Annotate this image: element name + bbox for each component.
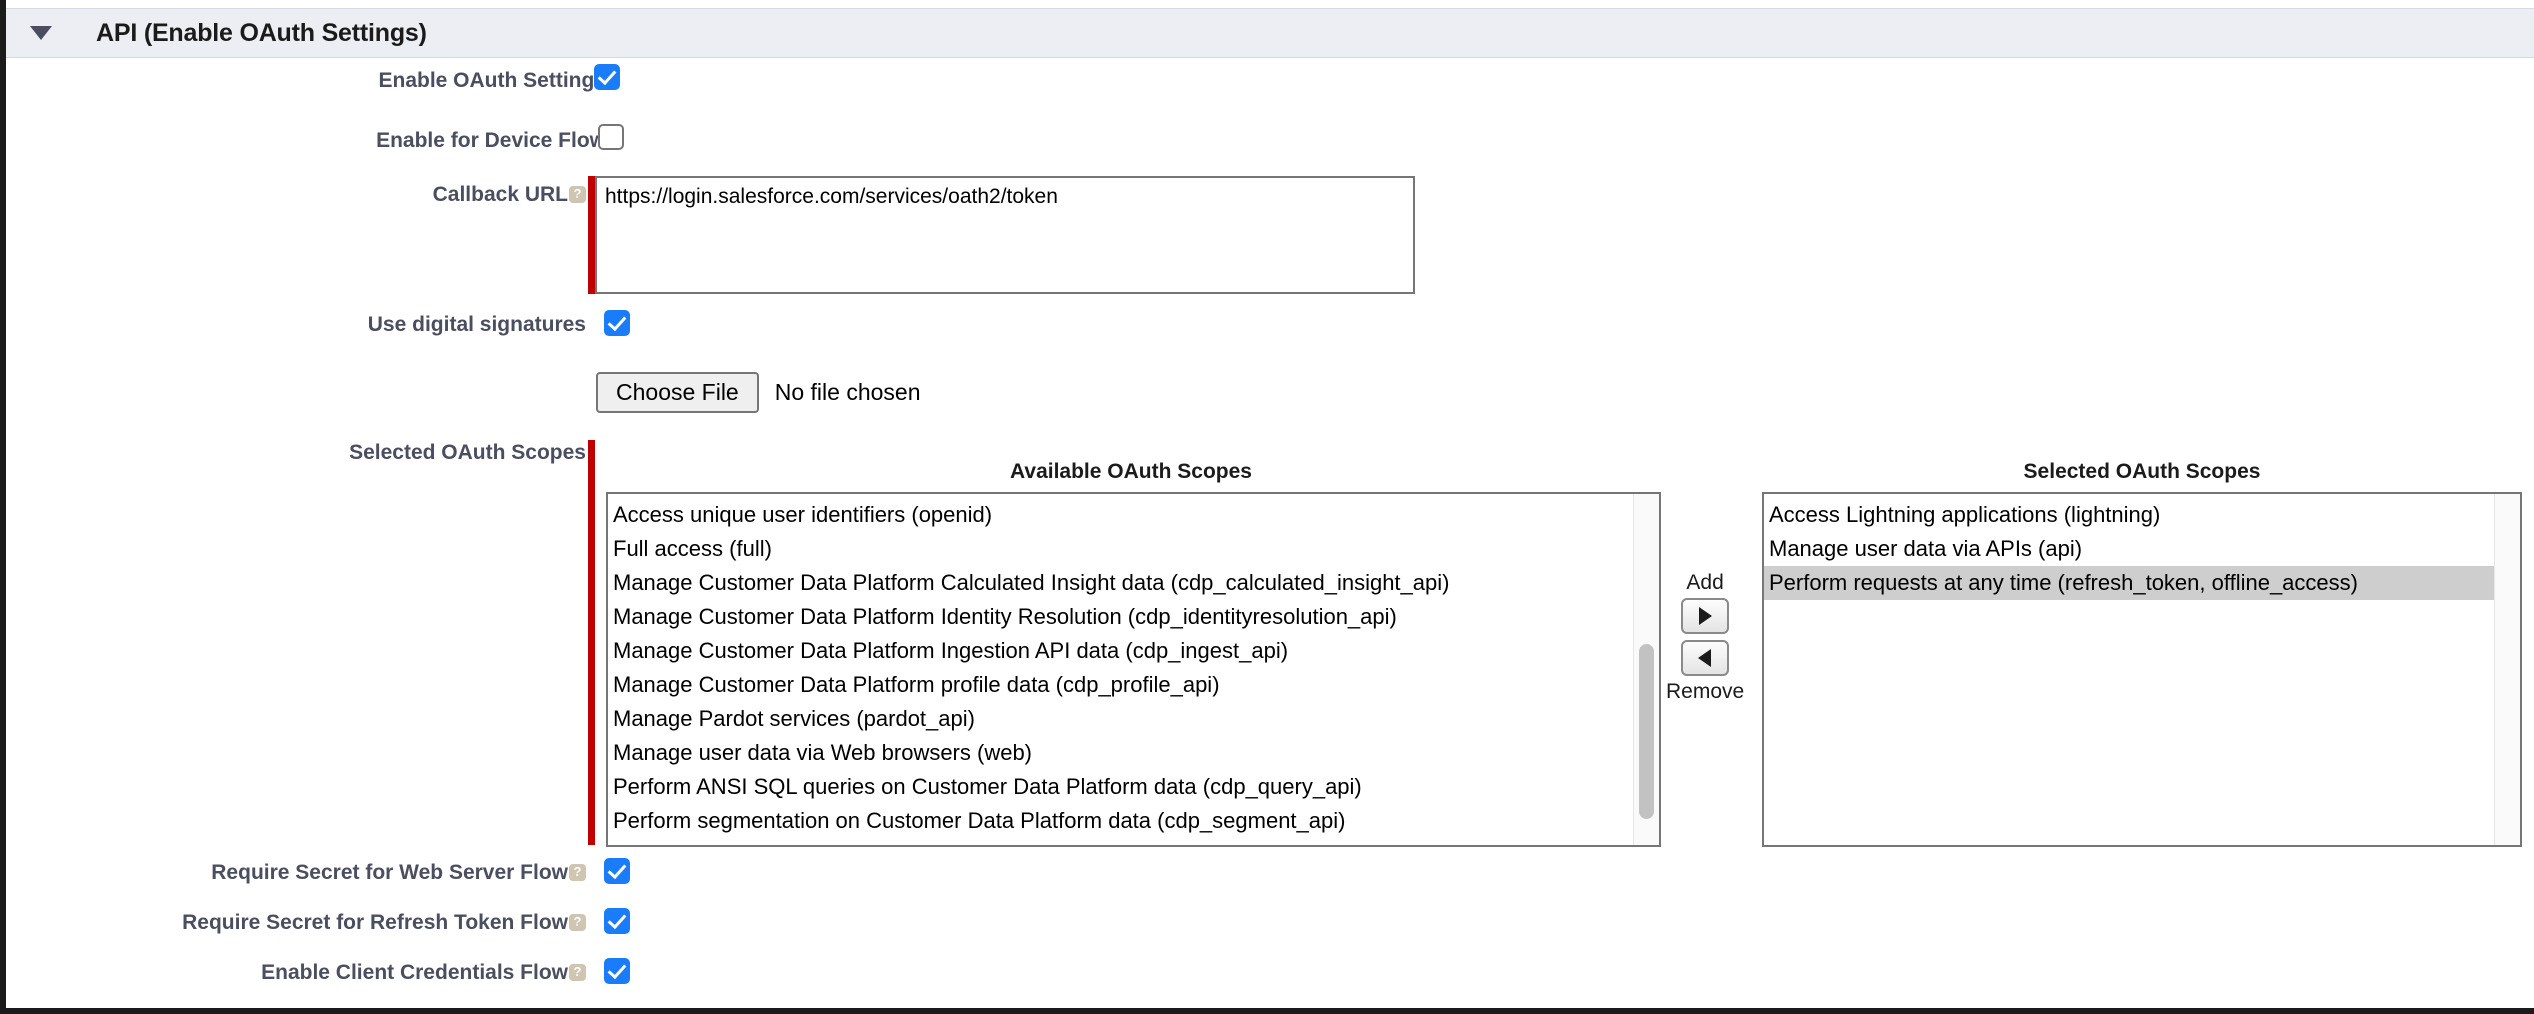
- list-item[interactable]: Manage Pardot services (pardot_api): [613, 706, 975, 731]
- arrow-left-icon: [1697, 648, 1713, 668]
- section-header[interactable]: API (Enable OAuth Settings): [6, 8, 2534, 58]
- add-label: Add: [1686, 571, 1724, 594]
- label-callback-url: Callback URL: [432, 183, 568, 206]
- add-button[interactable]: [1681, 598, 1730, 634]
- checkbox-enable-oauth-settings-wrap: [594, 64, 620, 90]
- list-item[interactable]: Manage Customer Data Platform Ingestion …: [613, 638, 1289, 663]
- list-item[interactable]: Manage user data via Web browsers (web): [613, 740, 1033, 765]
- callback-url-field-group: [588, 176, 1415, 294]
- checkbox-require-secret-web-server-wrap: [604, 858, 630, 884]
- checkbox-enable-client-credentials-wrap: [604, 958, 630, 984]
- row-enable-client-credentials: Enable Client Credentials Flow: [6, 960, 586, 985]
- row-enable-device-flow: Enable for Device Flow: [6, 128, 606, 153]
- file-upload-group: Choose File No file chosen: [596, 372, 920, 413]
- row-callback-url: Callback URL: [6, 182, 586, 207]
- list-item[interactable]: Access unique user identifiers (openid): [613, 502, 993, 527]
- list-item[interactable]: Manage user data via APIs (api): [1769, 536, 2083, 561]
- list-item[interactable]: Manage Customer Data Platform Identity R…: [613, 604, 1397, 629]
- checkbox-require-secret-refresh-token-wrap: [604, 908, 630, 934]
- checkbox-use-digital-signatures-wrap: [604, 310, 630, 336]
- available-scopes-scrollbar[interactable]: [1633, 494, 1659, 845]
- list-item[interactable]: Perform ANSI SQL queries on Customer Dat…: [613, 774, 1362, 799]
- selected-scopes-title: Selected OAuth Scopes: [2023, 460, 2261, 483]
- selected-scopes-scrollbar[interactable]: [2494, 494, 2520, 845]
- available-scopes-options: Access unique user identifiers (openid) …: [608, 494, 1633, 845]
- list-item[interactable]: Perform segmentation on Customer Data Pl…: [613, 808, 1346, 833]
- checkbox-enable-device-flow[interactable]: [598, 124, 624, 150]
- required-indicator-callback-url: [588, 176, 595, 294]
- help-icon-require-secret-web-server[interactable]: [569, 862, 586, 881]
- arrow-right-icon: [1697, 606, 1713, 626]
- available-scopes-title: Available OAuth Scopes: [1010, 460, 1252, 483]
- list-item[interactable]: Access Lightning applications (lightning…: [1769, 502, 2161, 527]
- help-icon-require-secret-refresh-token[interactable]: [569, 912, 586, 931]
- list-item[interactable]: Manage Customer Data Platform Calculated…: [613, 570, 1450, 595]
- checkbox-enable-oauth-settings[interactable]: [594, 64, 620, 90]
- triangle-down-icon[interactable]: [28, 20, 54, 46]
- list-item[interactable]: Manage Customer Data Platform profile da…: [613, 672, 1220, 697]
- help-icon-callback-url[interactable]: [569, 184, 586, 203]
- section-title: API (Enable OAuth Settings): [96, 18, 427, 47]
- checkbox-enable-client-credentials[interactable]: [604, 958, 630, 984]
- row-selected-oauth-scopes-label: Selected OAuth Scopes: [6, 440, 586, 465]
- add-remove-controls: Add Remove: [1666, 570, 1744, 704]
- checkbox-use-digital-signatures[interactable]: [604, 310, 630, 336]
- label-use-digital-signatures: Use digital signatures: [367, 313, 586, 336]
- selected-scopes-options: Access Lightning applications (lightning…: [1764, 494, 2494, 845]
- checkbox-require-secret-refresh-token[interactable]: [604, 908, 630, 934]
- scrollbar-thumb[interactable]: [1639, 644, 1654, 819]
- label-require-secret-refresh-token: Require Secret for Refresh Token Flow: [182, 911, 568, 934]
- label-enable-device-flow: Enable for Device Flow: [376, 129, 606, 152]
- label-selected-oauth-scopes: Selected OAuth Scopes: [349, 441, 586, 464]
- row-require-secret-web-server: Require Secret for Web Server Flow: [6, 860, 586, 885]
- list-item[interactable]: Full access (full): [613, 536, 772, 561]
- remove-label: Remove: [1666, 680, 1745, 703]
- callback-url-input[interactable]: [595, 176, 1415, 294]
- remove-button[interactable]: [1681, 640, 1730, 676]
- label-require-secret-web-server: Require Secret for Web Server Flow: [211, 861, 568, 884]
- row-require-secret-refresh-token: Require Secret for Refresh Token Flow: [6, 910, 586, 935]
- required-indicator-oauth-scopes: [588, 440, 595, 845]
- checkbox-enable-device-flow-wrap: [598, 124, 624, 150]
- help-icon-enable-client-credentials[interactable]: [569, 962, 586, 981]
- row-use-digital-signatures: Use digital signatures: [6, 312, 586, 337]
- label-enable-client-credentials: Enable Client Credentials Flow: [261, 961, 568, 984]
- choose-file-button[interactable]: Choose File: [596, 372, 759, 413]
- selected-scopes-listbox[interactable]: Access Lightning applications (lightning…: [1762, 492, 2522, 847]
- row-enable-oauth-settings: Enable OAuth Settings: [6, 68, 606, 93]
- checkbox-require-secret-web-server[interactable]: [604, 858, 630, 884]
- file-upload-status: No file chosen: [774, 379, 921, 405]
- label-enable-oauth-settings: Enable OAuth Settings: [378, 69, 606, 92]
- available-scopes-listbox[interactable]: Access unique user identifiers (openid) …: [606, 492, 1661, 847]
- list-item[interactable]: Perform requests at any time (refresh_to…: [1764, 566, 2494, 600]
